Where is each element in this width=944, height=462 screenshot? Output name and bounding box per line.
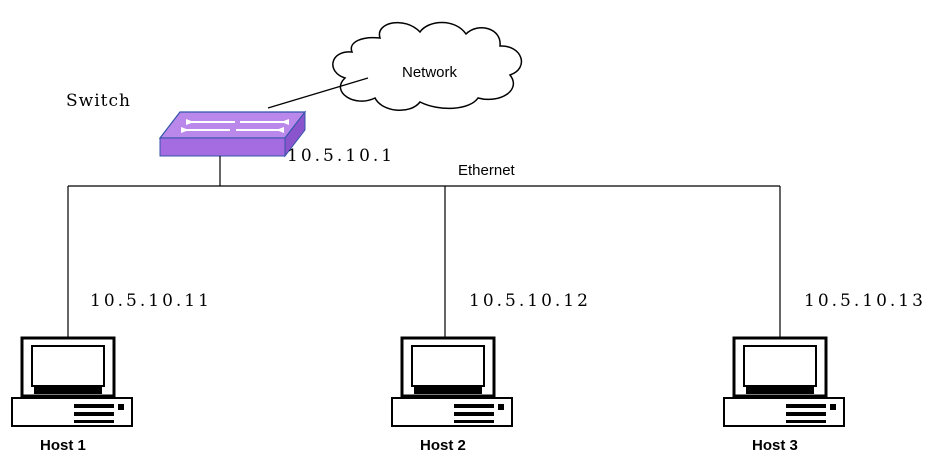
host-ip-label: 10.5.10.11	[90, 291, 212, 311]
switch-label: Switch	[66, 91, 131, 111]
switch-icon	[158, 110, 307, 158]
computer-icon	[11, 336, 133, 427]
host-name-label: Host 1	[40, 437, 86, 454]
host-name-label: Host 2	[420, 437, 466, 454]
computer-icon	[723, 336, 845, 427]
host-name-label: Host 3	[752, 437, 798, 454]
computer-icon	[391, 336, 513, 427]
network-cloud	[332, 21, 523, 111]
ethernet-label: Ethernet	[458, 162, 515, 179]
switch-network-link	[267, 77, 369, 109]
host-ip-label: 10.5.10.13	[804, 291, 926, 311]
network-label: Network	[402, 64, 458, 81]
host-ip-label: 10.5.10.12	[469, 291, 591, 311]
switch-ip-label: 10.5.10.1	[287, 146, 396, 166]
